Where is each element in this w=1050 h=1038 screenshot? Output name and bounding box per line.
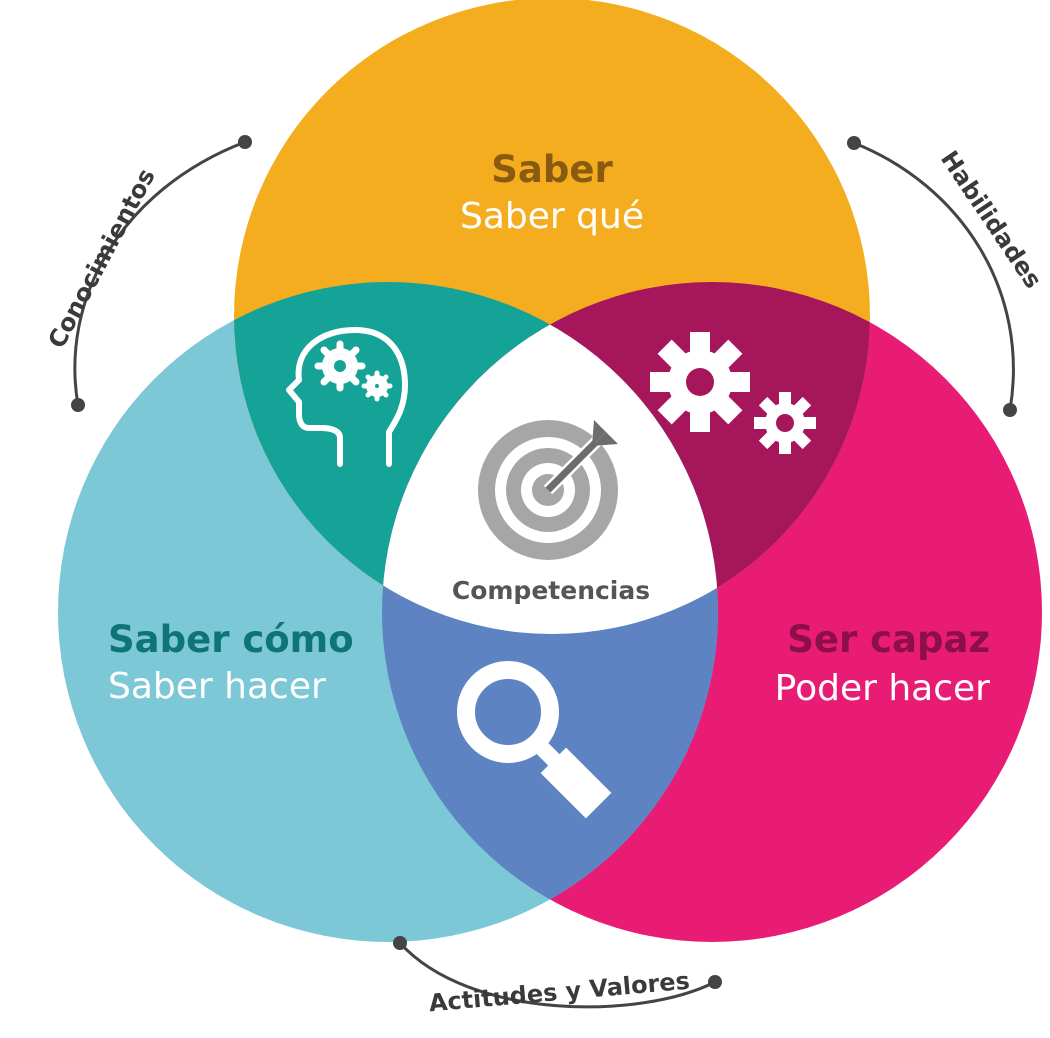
- circle-top-subtitle: Saber qué: [460, 196, 644, 237]
- arc-dot: [238, 135, 252, 149]
- arc-label-conocimientos: Conocimientos: [43, 164, 161, 353]
- arc-connector-bottom: [398, 941, 716, 1009]
- arc-dot: [847, 136, 861, 150]
- arc-dot: [708, 975, 722, 989]
- circle-top-title: Saber: [491, 148, 613, 191]
- target-arrow-icon: [478, 420, 618, 560]
- arc-label-actitudes: Actitudes y Valores: [428, 967, 691, 1018]
- circle-right-subtitle: Poder hacer: [775, 668, 991, 709]
- arc-dot: [1003, 403, 1017, 417]
- arc-dot: [393, 936, 407, 950]
- gears-icon: [650, 332, 816, 454]
- circle-left-subtitle: Saber hacer: [108, 666, 326, 707]
- arc-dot: [71, 398, 85, 412]
- magnifier-icon: [457, 661, 612, 819]
- circle-right-title: Ser capaz: [787, 618, 990, 661]
- arc-connector-left: [73, 140, 246, 406]
- center-label: Competencias: [452, 576, 650, 605]
- circle-left-title: Saber cómo: [108, 618, 354, 661]
- arc-connector-right: [853, 141, 1015, 411]
- head-gears-icon: [286, 327, 408, 467]
